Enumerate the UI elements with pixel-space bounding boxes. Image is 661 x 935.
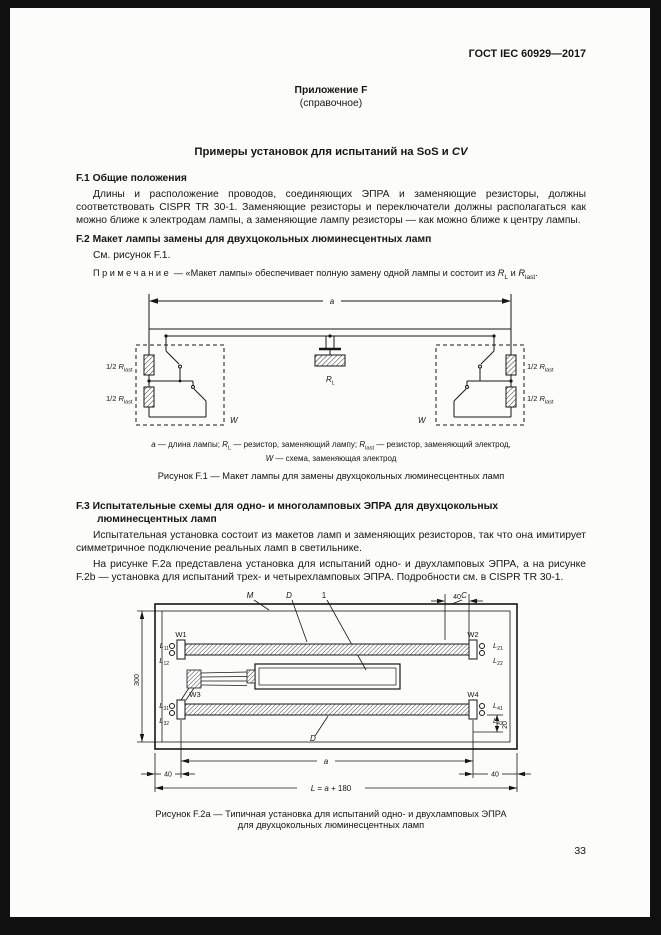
fig2-dim40-top: 40: [453, 594, 461, 601]
fig2-l21-label: L21: [493, 641, 503, 652]
fig2-dim40-left: 40: [164, 771, 172, 778]
note-label: Примечание: [93, 268, 172, 278]
caption-line-1: Рисунок F.2a — Типичная установка для ис…: [155, 808, 507, 819]
fig1-rl-label: RL: [326, 375, 335, 386]
fig1-half-rlast-label-2: 1/2 Rlast: [106, 394, 133, 405]
section-f3-paragraph-2: На рисунке F.2a представлена установка д…: [76, 558, 586, 583]
fig2-l11-label: L11: [160, 641, 170, 652]
fig2-l41-label: L41: [493, 701, 503, 712]
fig2-structure: [137, 593, 531, 792]
fig2-w2-label: W2: [467, 630, 478, 639]
f2-note: Примечание — «Макет лампы» обеспечивает …: [93, 268, 538, 281]
fig1-w-right-label: W: [418, 416, 427, 425]
document-number: ГОСТ IEC 60929—2017: [468, 48, 586, 60]
title-cv: CV: [451, 146, 468, 158]
figure-f1-diagram: a 1/2 Rlast 1/2 Rlast 1/2 Rlast 1/2 Rlas…: [106, 294, 554, 426]
document-page: ГОСТ IEC 60929—2017 Приложение F (справо…: [10, 8, 650, 917]
fig2-d-top-label: D: [286, 591, 292, 600]
figure-f2a: M D 1 C 40 W1 W2 W3 W4 L11 L12 L21 L22 L…: [76, 590, 586, 802]
fig2-w1-label: W1: [175, 630, 186, 639]
section-f3-heading: F.3 Испытательные схемы для одно- и мног…: [76, 500, 499, 525]
fig2-d-bottom-label: D: [310, 734, 316, 743]
fig1-half-rlast-label-1: 1/2 Rlast: [106, 362, 133, 373]
fig2-dim40-right: 40: [491, 771, 499, 778]
figure-f2a-diagram: M D 1 C 40 W1 W2 W3 W4 L11 L12 L21 L22 L…: [134, 591, 531, 793]
fig2-c-label: C: [461, 591, 467, 600]
section-f1-heading: F.1 Общие положения: [76, 173, 187, 184]
figure-f1-caption: Рисунок F.1 — Макет лампы для замены дву…: [157, 470, 505, 481]
fig1-half-rlast-label-4: 1/2 Rlast: [527, 394, 554, 405]
fig2-dim-a-label: a: [324, 757, 329, 766]
page-title: Примеры установок для испытаний на SoS и…: [76, 146, 586, 159]
figure-f1: a 1/2 Rlast 1/2 Rlast 1/2 Rlast 1/2 Rlas…: [76, 289, 586, 438]
fig2-arrowheads: [139, 598, 525, 791]
fig2-length-formula: L = a + 180: [311, 784, 352, 793]
fig2-l32-label: L32: [159, 716, 169, 727]
title-text: Примеры установок для испытаний на SoS и: [194, 146, 452, 158]
page-content: ГОСТ IEC 60929—2017 Приложение F (справо…: [10, 8, 650, 858]
legend-line-2: W — схема, заменяющая электрод: [265, 453, 397, 463]
fig2-item1-label: 1: [322, 591, 327, 600]
fig1-half-rlast-label-3: 1/2 Rlast: [527, 362, 554, 373]
fig1-arrowheads-dots: [147, 298, 513, 383]
appendix-label: Приложение F: [294, 85, 368, 96]
fig2-w3-label: W3: [189, 690, 200, 699]
page-number: 33: [574, 844, 586, 857]
fig2-dim20-label: 20: [502, 721, 509, 729]
section-f2-heading: F.2 Макет лампы замены для двухцокольных…: [76, 234, 432, 245]
figure-f1-legend: a — длина лампы; RL — резистор, заменяющ…: [76, 440, 586, 464]
legend-line-1: a — длина лампы; RL — резистор, заменяющ…: [151, 440, 511, 452]
section-f3-paragraph-1: Испытательная установка состоит из макет…: [76, 529, 586, 554]
section-f1-paragraph: Длины и расположение проводов, соединяющ…: [76, 189, 586, 226]
fig2-l42-label: L42: [493, 716, 503, 727]
symbol-rlast: R: [518, 268, 525, 278]
caption-line-2: для двухцокольных люминесцентных ламп: [237, 819, 425, 830]
symbol-rl: R: [497, 268, 505, 278]
fig2-dim300-label: 300: [134, 674, 141, 686]
see-figure-note: См. рисунок F.1.: [93, 250, 171, 261]
fig1-wiring: [135, 294, 525, 426]
fig2-l12-label: L12: [159, 656, 169, 667]
fig2-m-label: M: [247, 591, 254, 600]
appendix-kind: (справочное): [299, 98, 363, 109]
fig2-l31-label: L31: [159, 701, 169, 712]
fig1-dim-a-label: a: [330, 297, 335, 306]
fig2-l22-label: L22: [493, 656, 503, 667]
note-text: — «Макет лампы» обеспечивает полную заме…: [171, 268, 498, 278]
fig1-w-left-label: W: [230, 416, 239, 425]
fig2-w4-label: W4: [467, 690, 478, 699]
figure-f2a-caption: Рисунок F.2a — Типичная установка для ис…: [76, 809, 586, 831]
